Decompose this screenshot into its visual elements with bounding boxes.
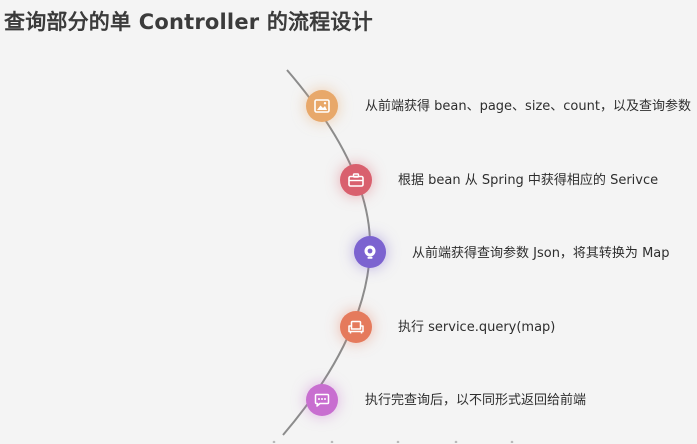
step-2-label: 根据 bean 从 Spring 中获得相应的 Serivce — [398, 173, 659, 188]
step-3-label: 从前端获得查询参数 Json，将其转换为 Map — [412, 246, 670, 261]
image-icon — [314, 99, 330, 113]
step-5-node — [306, 384, 338, 416]
step-1-label: 从前端获得 bean、page、size、count，以及查询参数 — [365, 99, 691, 114]
step-1-node — [306, 90, 338, 122]
page-title: 查询部分的单 Controller 的流程设计 — [4, 10, 373, 34]
bottom-edge-decoration — [272, 440, 514, 443]
step-5-label: 执行完查询后，以不同形式返回给前端 — [365, 393, 587, 408]
chat-bubble-icon — [314, 393, 330, 407]
webcam-icon — [362, 244, 378, 260]
sofa-icon — [348, 320, 364, 334]
step-4-label: 执行 service.query(map) — [398, 320, 556, 335]
step-4-node — [340, 311, 372, 343]
briefcase-icon — [348, 173, 364, 187]
step-3-node — [354, 236, 386, 268]
step-2-node — [340, 164, 372, 196]
